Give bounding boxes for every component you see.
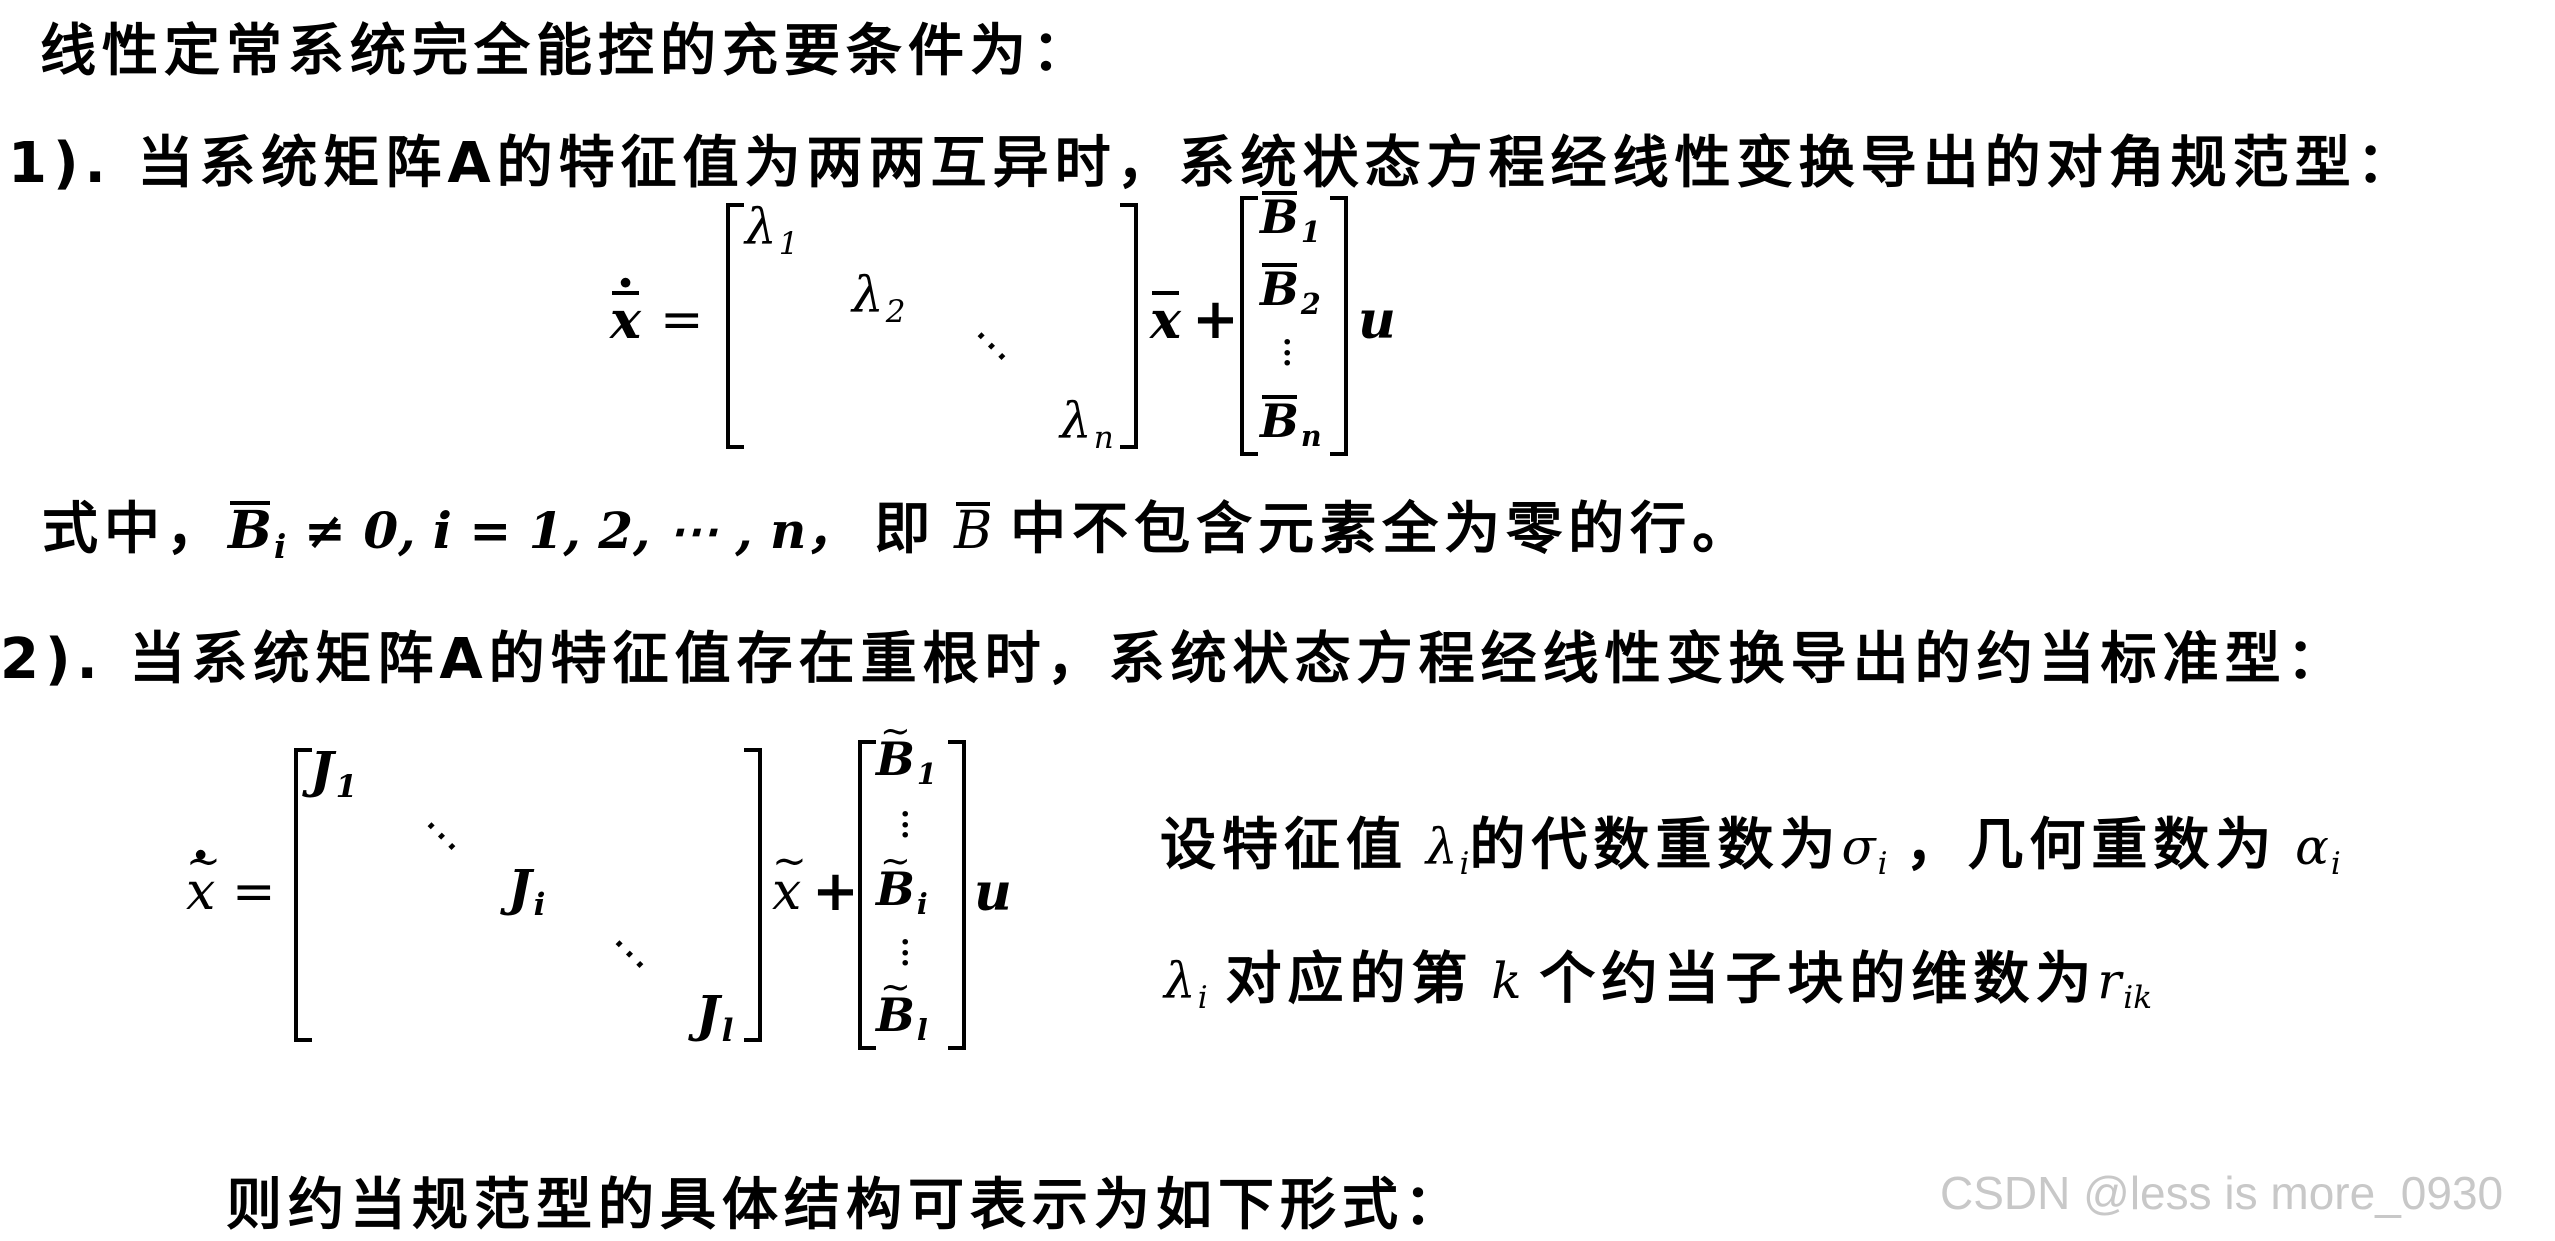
eq2-J1: J1 xyxy=(310,740,358,805)
item1-heading: 1). 当系统矩阵A的特征值为两两互异时，系统状态方程经线性变换导出的对角规范型… xyxy=(8,131,2419,196)
note2-line2: λi 对应的第 k 个约当子块的维数为rik xyxy=(1164,947,2152,1016)
eq1-lambda-n: λn xyxy=(1060,392,1114,456)
note2-alpha-i: αi xyxy=(2295,818,2341,882)
item2-heading: 2). 当系统矩阵A的特征值存在重根时，系统状态方程经线性变换导出的约当标准型： xyxy=(0,627,2349,692)
eq1-lambda-1: λ1 xyxy=(745,198,799,262)
eq1-plus: + xyxy=(1192,286,1239,352)
note2-k: k xyxy=(1491,952,1522,1010)
page-title: 线性定常系统完全能控的充要条件为： xyxy=(40,19,1094,84)
eq1-B1: B1 xyxy=(1260,190,1321,250)
eq2-equals: = xyxy=(232,862,276,922)
eq2-Bi: Bi xyxy=(876,839,928,921)
eq2-Ji: Ji xyxy=(508,858,546,923)
eq2-plus: + xyxy=(812,858,859,924)
eq1-lhs: x xyxy=(610,253,641,351)
note2-lambda-i-2: λi xyxy=(1164,952,1208,1016)
eq2-u: u xyxy=(974,862,1012,923)
eq1-vector-right-bracket xyxy=(1330,196,1348,456)
eq1-B2: B2 xyxy=(1260,262,1321,322)
eq1-matrix-right-bracket xyxy=(1120,203,1138,449)
eq2-vector-right-bracket xyxy=(948,740,966,1050)
eq1-vector-left-bracket xyxy=(1240,196,1258,456)
eq2-Bl: Bl xyxy=(876,965,928,1047)
eq2-vdots-1: ··· xyxy=(900,797,911,853)
eq2-matrix-right-bracket xyxy=(744,748,762,1042)
note-condition: ≠ 0, i = 1, 2, ⋯ , n， xyxy=(304,501,857,560)
eq2-ddots-2: ⋯ xyxy=(596,919,664,988)
eq2-matrix-left-bracket xyxy=(294,748,312,1042)
eq1-ddots: ⋯ xyxy=(958,311,1026,380)
note2-lambda-i: λi xyxy=(1425,818,1470,882)
eq2-ddots-1: ⋯ xyxy=(408,801,476,870)
note-Bbar: B xyxy=(954,501,993,561)
note2-r-ik: rik xyxy=(2097,952,2152,1016)
watermark: CSDN @less is more_0930 xyxy=(1940,1167,2504,1219)
final-line: 则约当规范型的具体结构可表示为如下形式： xyxy=(226,1173,1466,1238)
note2-sigma-i: σi xyxy=(1841,818,1888,882)
eq1-vdots: ··· xyxy=(1282,325,1293,381)
eq2-lhs: x xyxy=(186,825,216,922)
eq2-xtilde: x xyxy=(772,836,802,922)
eq1-lambda-2: λ2 xyxy=(852,266,906,330)
eq1-equals: = xyxy=(660,290,704,350)
eq2-vector-left-bracket xyxy=(858,740,876,1050)
eq1-xbar: x xyxy=(1150,290,1182,351)
item1-note: 式中，Bi ≠ 0, i = 1, 2, ⋯ , n， 即 B 中不包含元素全为… xyxy=(42,497,1755,567)
eq2-Jl: Jl xyxy=(696,984,734,1049)
eq2-vdots-2: ··· xyxy=(900,925,911,981)
eq1-matrix-left-bracket xyxy=(726,203,744,449)
eq2-B1: B1 xyxy=(876,709,937,791)
note-Bi: Bi xyxy=(228,500,287,567)
note2-line1: 设特征值 λi的代数重数为σi ，几何重数为 αi xyxy=(1160,813,2341,882)
eq1-Bn: Bn xyxy=(1260,394,1322,454)
eq1-u: u xyxy=(1358,290,1396,351)
